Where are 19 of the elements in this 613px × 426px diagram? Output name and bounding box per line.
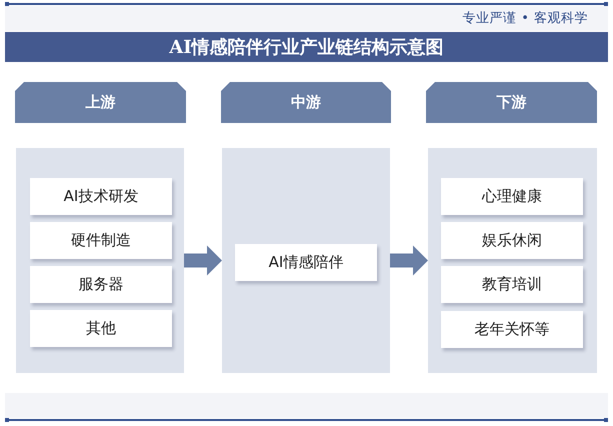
diagram-title: AI情感陪伴行业产业链结构示意图 [169, 36, 444, 60]
stage-panel [222, 148, 390, 373]
item-card: 硬件制造 [30, 222, 172, 259]
item-card: 老年关怀等 [441, 311, 583, 348]
stage-tab: 下游 [426, 82, 597, 123]
slogan-text: 专业严谨 • 客观科学 [462, 10, 588, 28]
item-card: 心理健康 [441, 178, 583, 215]
stage-tab: 中游 [221, 82, 391, 123]
block-arrow [390, 246, 428, 276]
item-card: 服务器 [30, 266, 172, 303]
stage-tab: 上游 [15, 82, 186, 123]
item-card: 娱乐休闲 [441, 222, 583, 259]
item-card: 其他 [30, 310, 172, 347]
block-arrow [184, 246, 222, 276]
item-card: AI情感陪伴 [235, 244, 377, 281]
item-card: AI技术研发 [30, 178, 172, 215]
stage-panel [428, 148, 597, 373]
stage-panel [16, 148, 184, 373]
item-card: 教育培训 [441, 266, 583, 303]
